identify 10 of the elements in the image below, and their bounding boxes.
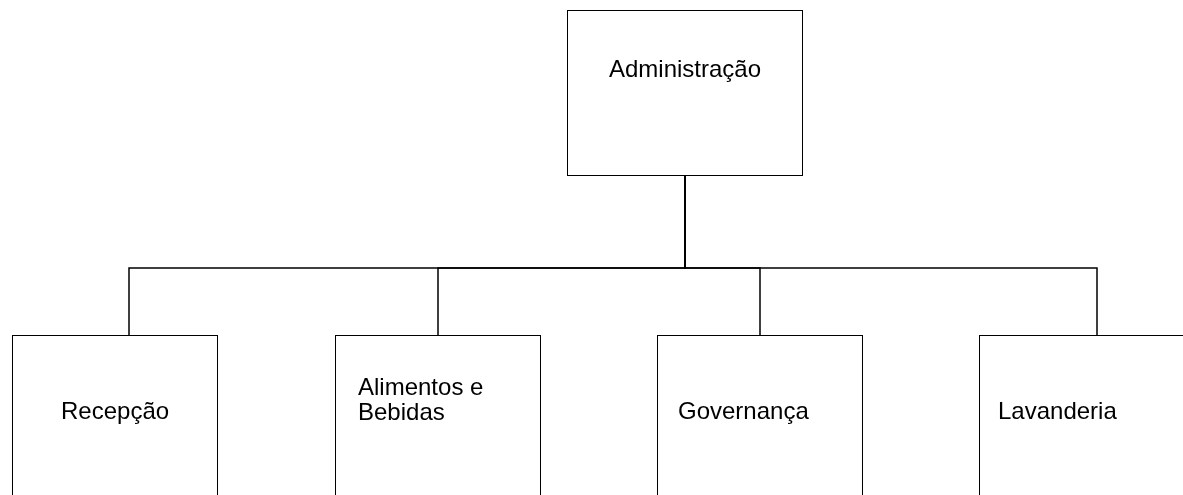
org-box [12, 335, 218, 495]
org-box [657, 335, 863, 495]
org-box [979, 335, 1183, 495]
org-box [567, 10, 803, 176]
box-label: Alimentos e Bebidas [358, 374, 485, 425]
box-label: Recepção [61, 398, 171, 424]
org-box [335, 335, 541, 495]
box-label: Lavanderia [998, 398, 1118, 424]
box-label: Administração [607, 56, 763, 82]
box-label: Governança [678, 398, 810, 424]
